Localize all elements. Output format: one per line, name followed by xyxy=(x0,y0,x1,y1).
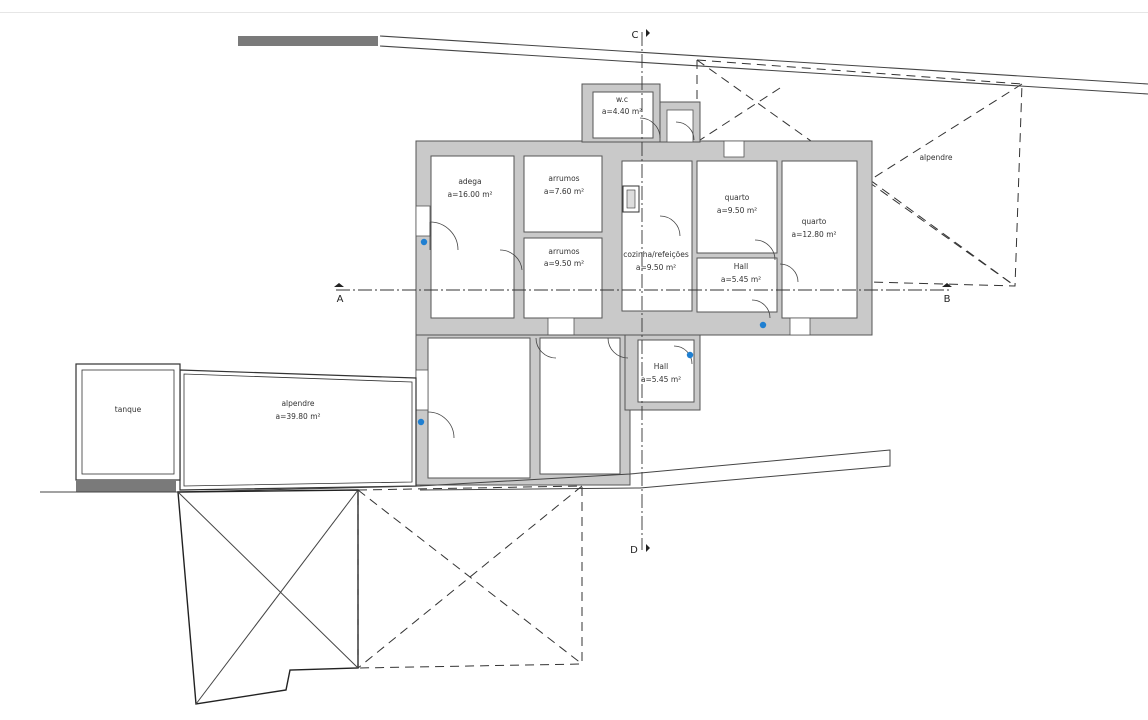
room-quarto2-area: a=12.80 m² xyxy=(791,230,836,239)
stone-wall-top xyxy=(238,36,378,46)
room-wc-area: a=4.40 m² xyxy=(602,107,642,116)
room-cozinha-area: a=9.50 m² xyxy=(636,263,676,272)
room-quarto1-name: quarto xyxy=(725,193,750,202)
arrow-c-icon xyxy=(646,29,650,37)
room-alpendre1-area: a=39.80 m² xyxy=(275,412,320,421)
room-adega-name: adega xyxy=(458,177,481,186)
arrow-a-icon xyxy=(334,283,344,287)
tanque-structure xyxy=(75,363,181,492)
marker-icon xyxy=(759,321,767,329)
section-label-c: C xyxy=(632,30,639,41)
lower-structures xyxy=(177,485,583,705)
room-tanque-name: tanque xyxy=(115,405,142,414)
room-hall2-name: Hall xyxy=(654,362,668,371)
room-hall2-area: a=5.45 m² xyxy=(641,375,681,384)
room-wc-name: w.c xyxy=(616,95,628,104)
marker-icon xyxy=(686,351,694,359)
room-quarto1-area: a=9.50 m² xyxy=(717,206,757,215)
alpendre-left xyxy=(179,369,417,491)
section-axes xyxy=(334,29,952,552)
marker-icon xyxy=(420,238,428,246)
room-labels: w.c a=4.40 m² adega a=16.00 m² arrumos a… xyxy=(115,95,953,421)
room-hall1-name: Hall xyxy=(734,262,748,271)
property-boundary-top xyxy=(238,35,1148,95)
room-arrumos2-name: arrumos xyxy=(548,247,579,256)
arrow-d-icon xyxy=(646,544,650,552)
room-alpendre2-name: alpendre xyxy=(919,153,952,162)
room-quarto2-name: quarto xyxy=(802,217,827,226)
room-cozinha-name: cozinha/refeições xyxy=(623,250,689,259)
section-label-b: B xyxy=(944,294,951,305)
room-arrumos1-area: a=7.60 m² xyxy=(544,187,584,196)
door-swings xyxy=(427,117,799,439)
stone-wall-bottom xyxy=(76,480,176,492)
lower-annex xyxy=(415,334,701,486)
section-label-d: D xyxy=(630,545,638,556)
room-hall1-area: a=5.45 m² xyxy=(721,275,761,284)
marker-icon xyxy=(417,418,425,426)
section-mark-labels: A B C D xyxy=(337,30,951,556)
blue-markers xyxy=(417,238,767,426)
room-arrumos1-name: arrumos xyxy=(548,174,579,183)
room-alpendre1-name: alpendre xyxy=(281,399,314,408)
arrow-b-icon xyxy=(942,283,952,287)
viewer-top-bar xyxy=(0,0,1148,13)
room-adega-area: a=16.00 m² xyxy=(447,190,492,199)
section-label-a: A xyxy=(337,294,344,305)
room-arrumos2-area: a=9.50 m² xyxy=(544,259,584,268)
wc-annex xyxy=(581,83,701,143)
